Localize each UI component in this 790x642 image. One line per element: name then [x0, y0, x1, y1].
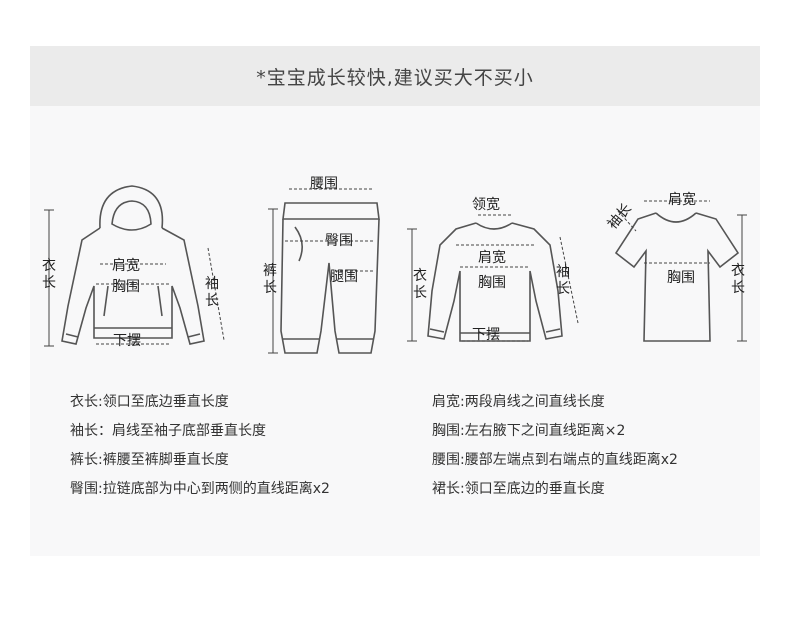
desc-left-4: 臀围:拉链底部为中心到两侧的直线距离x2 [70, 481, 330, 497]
desc-left-2: 袖长：肩线至袖子底部垂直长度 [70, 423, 266, 439]
sweater-shoulder-label: 肩宽 [478, 250, 506, 266]
hoodie-sleeve-label: 袖长 [205, 276, 219, 309]
sweater-neck-label: 领宽 [472, 197, 500, 213]
sweater-sleeve-label: 袖长 [556, 264, 570, 297]
sweater-chest-label: 胸围 [478, 275, 506, 291]
sweater-hem-label: 下摆 [472, 327, 500, 343]
size-tip-banner: *宝宝成长较快,建议买大不买小 [30, 46, 760, 106]
pants-illustration [268, 188, 380, 354]
tshirt-shoulder-label: 肩宽 [668, 192, 696, 208]
desc-right-1: 肩宽:两段肩线之间直线长度 [432, 394, 605, 410]
hoodie-length-label: 衣长 [42, 258, 56, 291]
hoodie-chest-label: 胸围 [112, 279, 140, 295]
sweater-length-label: 衣长 [413, 268, 427, 301]
tshirt-chest-label: 胸围 [667, 270, 695, 286]
pants-length-label: 裤长 [263, 263, 277, 296]
desc-right-2: 胸围:左右腋下之间直线距离×2 [432, 423, 626, 439]
desc-right-3: 腰围:腰部左端点到右端点的直线距离x2 [432, 452, 678, 468]
desc-left-3: 裤长:裤腰至裤脚垂直长度 [70, 452, 229, 468]
size-tip-text: *宝宝成长较快,建议买大不买小 [256, 66, 534, 89]
tshirt-length-label: 衣长 [731, 263, 745, 296]
sweater-illustration [407, 214, 579, 342]
hoodie-illustration [44, 185, 225, 347]
size-guide-card: *宝宝成长较快,建议买大不买小 衣长 [30, 46, 760, 556]
desc-left-1: 衣长:领口至底边垂直长度 [70, 394, 229, 410]
pants-thigh-label: 腿围 [330, 269, 358, 285]
pants-hip-label: 臀围 [325, 233, 353, 249]
tshirt-illustration [614, 200, 747, 342]
hoodie-hem-label: 下摆 [113, 333, 141, 349]
pants-waist-label: 腰围 [310, 176, 338, 192]
hoodie-shoulder-label: 肩宽 [112, 258, 140, 274]
desc-right-4: 裙长:领口至底边的垂直长度 [432, 481, 605, 497]
